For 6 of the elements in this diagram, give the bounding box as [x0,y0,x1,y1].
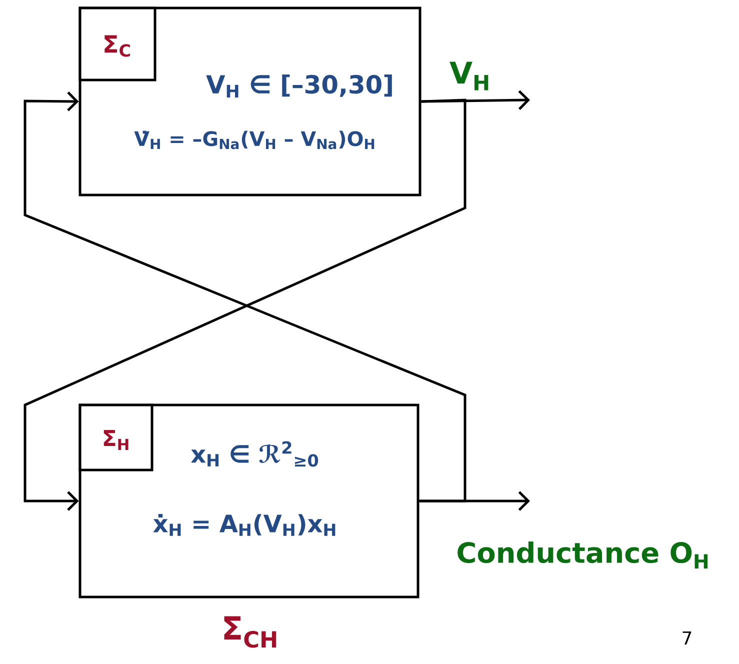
edge-label: V$_{H}$ [450,62,488,90]
tab-box: Σ$_{C}$ [78,6,156,82]
edge-label: Conductance O$_{H}$ [458,542,708,568]
page-number: 7 [682,631,692,645]
system-name: Σ$_{CH}$ [224,616,276,648]
tab-box: Σ$_{H}$ [78,404,154,472]
